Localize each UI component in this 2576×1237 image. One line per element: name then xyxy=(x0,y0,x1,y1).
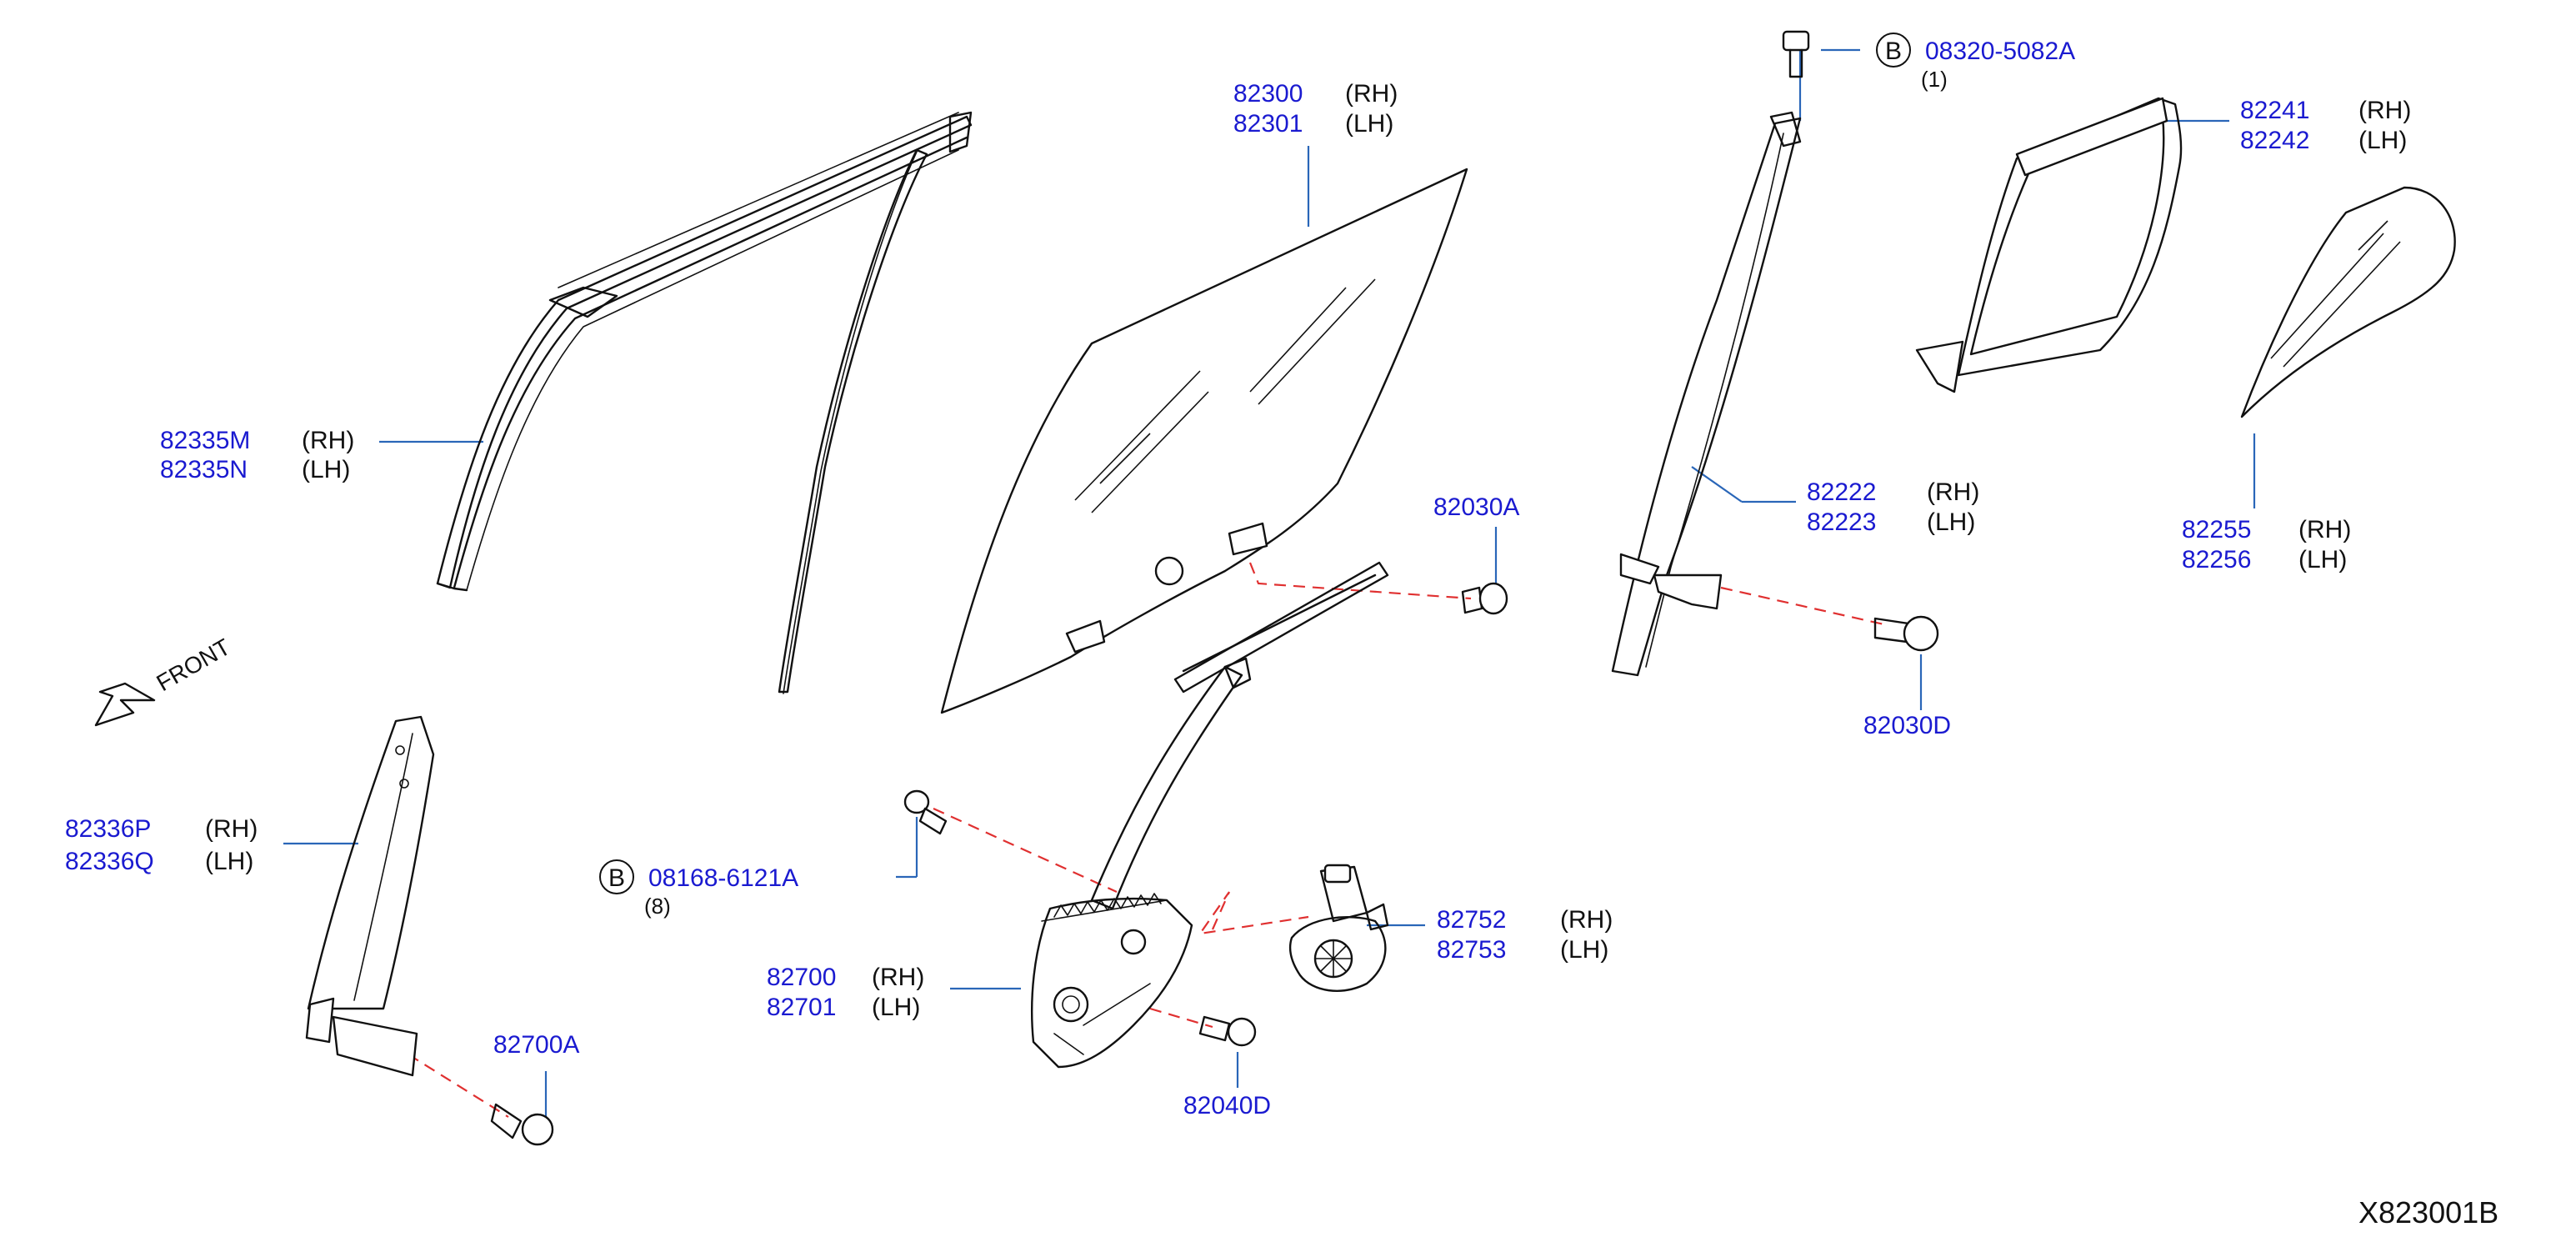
label-08320-5082A: B 08320-5082A (1) xyxy=(1876,33,2075,92)
label-82752: 82752 (RH) 82753 (LH) xyxy=(1437,906,1613,964)
part-number-82701[interactable]: 82701 xyxy=(767,994,836,1021)
front-label: FRONT xyxy=(153,634,235,696)
side-82222: (RH) xyxy=(1927,478,1979,506)
side-82700: (RH) xyxy=(872,964,924,991)
sash-frame-82335[interactable] xyxy=(436,111,973,694)
reference-badge xyxy=(1876,33,1911,68)
side-82301: (LH) xyxy=(1345,110,1393,138)
label-82336: 82336P (RH) 82336Q (LH) xyxy=(65,815,258,875)
leader-lines xyxy=(283,48,2256,1119)
front-arrow-icon: FRONT xyxy=(94,634,235,727)
bolt-08168-6121A[interactable] xyxy=(903,789,948,835)
bolt-08320-5082A[interactable] xyxy=(1782,30,1810,78)
label-82040D: 82040D xyxy=(1183,1092,1271,1119)
part-number-82700[interactable]: 82700 xyxy=(767,964,836,991)
part-number-82335N[interactable]: 82335N xyxy=(160,456,248,483)
part-number-82223[interactable]: 82223 xyxy=(1807,508,1876,536)
side-82300: (RH) xyxy=(1345,80,1398,108)
part-number-82300[interactable]: 82300 xyxy=(1233,80,1303,108)
side-82241: (RH) xyxy=(2358,97,2411,124)
part-number-82256[interactable]: 82256 xyxy=(2182,546,2251,573)
part-number-08320-5082A[interactable]: 08320-5082A xyxy=(1925,38,2075,65)
quantity-08320-5082A: (1) xyxy=(1921,67,1948,92)
part-number-08168-6121A[interactable]: 08168-6121A xyxy=(648,864,798,892)
window-regulator-82700[interactable] xyxy=(1030,561,1389,1069)
part-number-82222[interactable]: 82222 xyxy=(1807,478,1876,506)
label-82030A: 82030A xyxy=(1433,493,1519,521)
regulator-motor-82752[interactable] xyxy=(1288,864,1389,992)
side-82753: (LH) xyxy=(1560,936,1608,964)
badge-letter: B xyxy=(1885,38,1902,65)
part-number-82752[interactable]: 82752 xyxy=(1437,906,1506,934)
part-number-82336P[interactable]: 82336P xyxy=(65,815,151,843)
label-82700: 82700 (RH) 82701 (LH) xyxy=(767,964,924,1021)
part-number-82700A[interactable]: 82700A xyxy=(493,1031,579,1059)
part-number-82040D[interactable]: 82040D xyxy=(1183,1092,1271,1119)
side-82701: (LH) xyxy=(872,994,920,1021)
label-82030D: 82030D xyxy=(1863,712,1951,739)
bolt-82040D[interactable] xyxy=(1198,1015,1257,1047)
part-number-82255[interactable]: 82255 xyxy=(2182,516,2251,543)
bolt-82030D[interactable] xyxy=(1873,615,1939,652)
part-number-82336Q[interactable]: 82336Q xyxy=(65,848,154,875)
side-82752: (RH) xyxy=(1560,906,1613,934)
label-82335: 82335M (RH) 82335N (LH) xyxy=(160,427,354,483)
side-82255: (RH) xyxy=(2298,516,2351,543)
part-number-82030D[interactable]: 82030D xyxy=(1863,712,1951,739)
quantity-08168-6121A: (8) xyxy=(644,894,671,919)
part-number-82753[interactable]: 82753 xyxy=(1437,936,1506,964)
quarter-glass-assembly-82241[interactable] xyxy=(1915,97,2183,393)
side-82256: (LH) xyxy=(2298,546,2347,573)
part-number-82301[interactable]: 82301 xyxy=(1233,110,1303,138)
label-08168-6121A: B 08168-6121A (8) xyxy=(599,859,798,919)
bolt-82700A[interactable] xyxy=(490,1103,554,1146)
side-82242: (LH) xyxy=(2358,127,2407,154)
part-number-82030A[interactable]: 82030A xyxy=(1433,493,1519,521)
part-number-82241[interactable]: 82241 xyxy=(2240,97,2309,124)
label-82700A: 82700A xyxy=(493,1031,579,1059)
label-82222: 82222 (RH) 82223 (LH) xyxy=(1807,478,1979,536)
side-82335N: (LH) xyxy=(302,456,350,483)
rear-channel-82222[interactable] xyxy=(1611,111,1802,677)
part-number-82335M[interactable]: 82335M xyxy=(160,427,250,454)
diagram-id: X823001B xyxy=(2358,1195,2498,1229)
door-glass-82300[interactable] xyxy=(940,168,1468,714)
label-82300: 82300 (RH) 82301 (LH) xyxy=(1233,80,1398,138)
side-82223: (LH) xyxy=(1927,508,1975,536)
part-number-82242[interactable]: 82242 xyxy=(2240,127,2309,154)
assembly-lines xyxy=(408,562,1888,1118)
quarter-glass-82255[interactable] xyxy=(2240,186,2456,418)
badge-letter: B xyxy=(608,864,625,892)
label-82241: 82241 (RH) 82242 (LH) xyxy=(2240,97,2411,154)
front-channel-82336[interactable] xyxy=(305,715,435,1077)
bolt-82030A[interactable] xyxy=(1461,582,1508,615)
side-82336Q: (LH) xyxy=(205,848,253,875)
side-82336P: (RH) xyxy=(205,815,258,843)
label-82255: 82255 (RH) 82256 (LH) xyxy=(2182,516,2351,573)
reference-badge xyxy=(599,859,634,894)
side-82335M: (RH) xyxy=(302,427,354,454)
